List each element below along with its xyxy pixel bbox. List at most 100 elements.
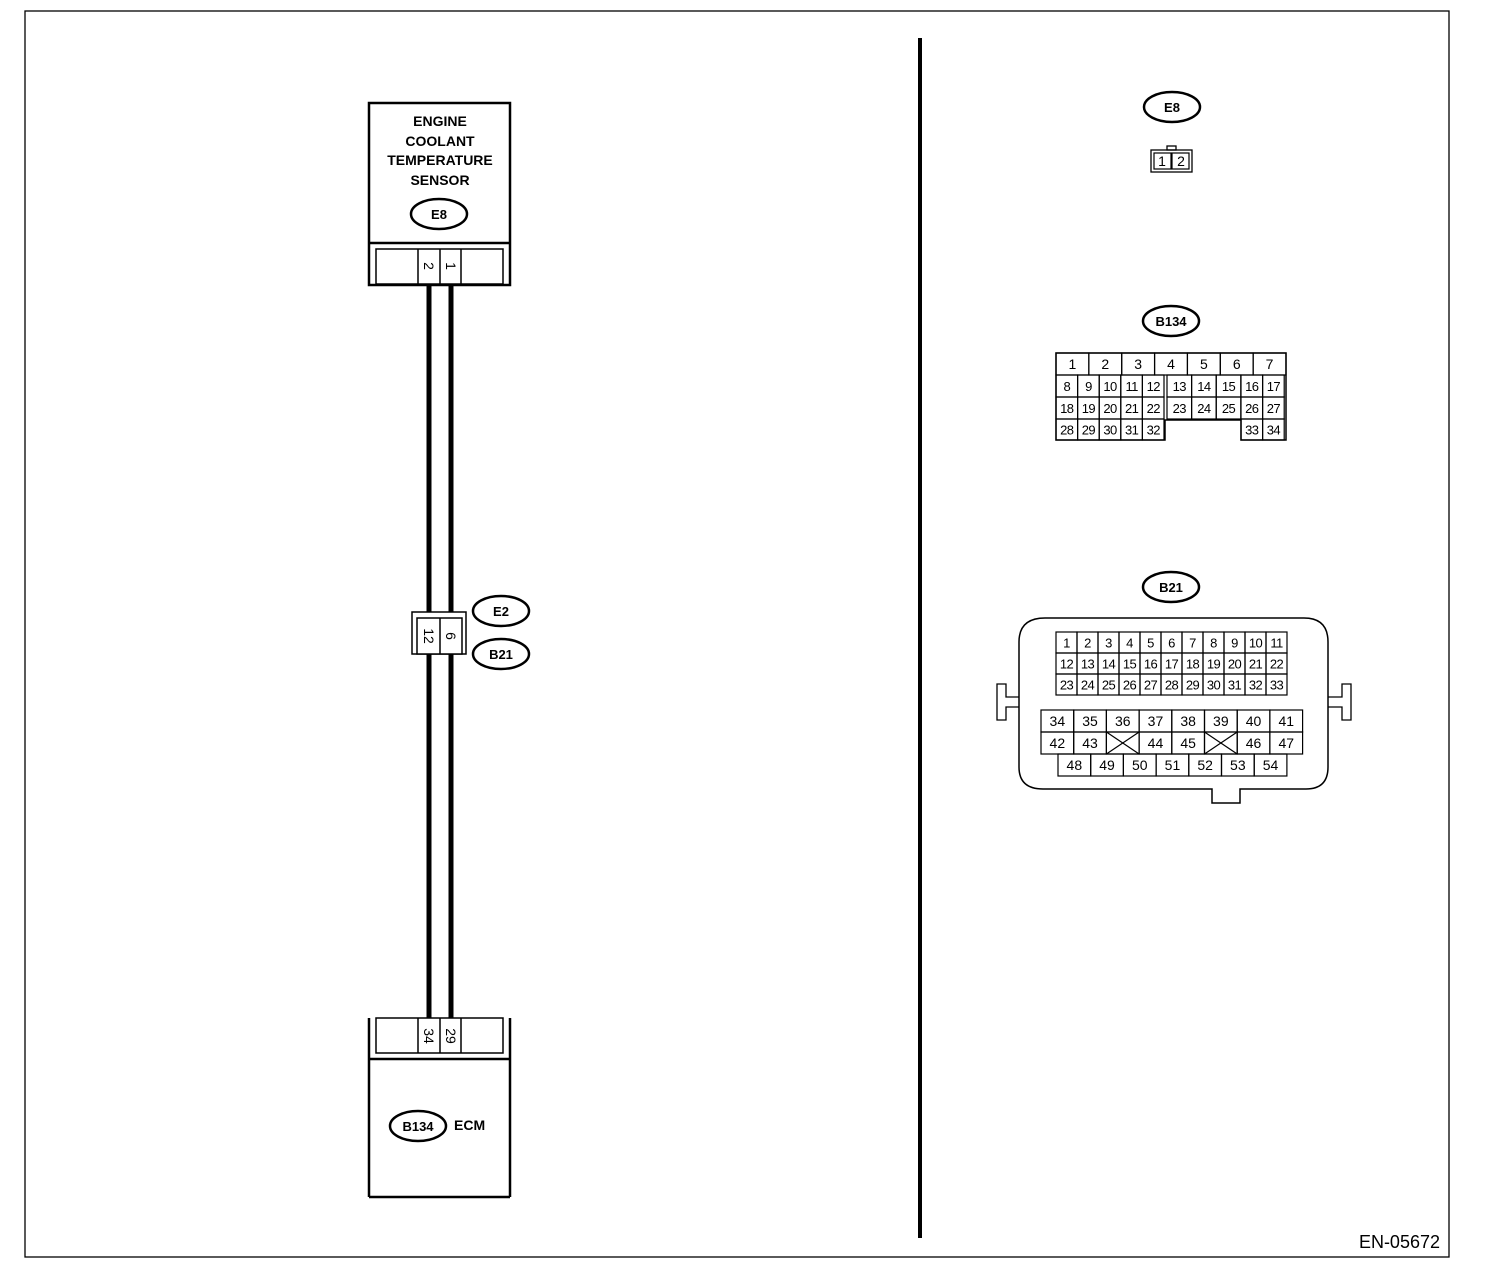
pin-number: 23 <box>1060 678 1074 693</box>
pin-cell <box>1141 418 1165 441</box>
pin-number: 31 <box>1228 678 1242 693</box>
pin-number: 25 <box>1222 401 1236 416</box>
pin-number: 46 <box>1246 735 1262 751</box>
pin-number: 41 <box>1278 713 1294 729</box>
sensor-terminal-1: 1 <box>443 262 459 270</box>
e8-connector-view: E8 1 2 <box>1142 90 1202 173</box>
joint-connector-badge-b <box>471 637 531 671</box>
joint-connector: 12 6 E2 B21 <box>411 594 531 671</box>
pin-number: 18 <box>1060 401 1074 416</box>
pin-number: 7 <box>1266 356 1274 372</box>
pin-number: 20 <box>1228 657 1242 672</box>
pin-number: 24 <box>1081 678 1095 693</box>
pin-number: 51 <box>1165 757 1181 773</box>
pin-number: 2 <box>1084 636 1091 651</box>
joint-connector-label-a: E2 <box>493 604 509 619</box>
pin-number: 6 <box>1233 356 1241 372</box>
pin-number: 29 <box>1186 678 1200 693</box>
pin-number: 2 <box>1101 356 1109 372</box>
e8-view-label: E8 <box>1164 100 1180 115</box>
pin-number: 15 <box>1222 379 1236 394</box>
joint-connector-badge-a <box>471 594 531 628</box>
pin-number: 9 <box>1085 379 1092 394</box>
pin-number: 29 <box>1082 423 1096 438</box>
pin-number: 32 <box>1147 423 1161 438</box>
joint-connector-label-b: B21 <box>489 647 513 662</box>
pin-number: 28 <box>1165 678 1179 693</box>
pin-number: 42 <box>1050 735 1066 751</box>
sensor-terminal-2: 2 <box>421 262 437 270</box>
ecm-connector-badge <box>388 1109 448 1143</box>
ecm-terminal-34: 34 <box>421 1028 437 1044</box>
pin-number: 37 <box>1148 713 1164 729</box>
coolant-temperature-sensor: ENGINE COOLANT TEMPERATURE SENSOR E8 2 1 <box>367 101 512 287</box>
pin-number: 17 <box>1165 657 1179 672</box>
joint-terminal-6: 6 <box>443 632 459 640</box>
pin-number: 16 <box>1144 657 1158 672</box>
pin-number: 4 <box>1126 636 1133 651</box>
pin-number: 27 <box>1144 678 1158 693</box>
pin-number: 13 <box>1081 657 1095 672</box>
pin-number: 22 <box>1270 657 1284 672</box>
pin-number: 38 <box>1180 713 1196 729</box>
pin-number: 1 <box>1069 356 1077 372</box>
pin-number: 33 <box>1270 678 1284 693</box>
pin-cell <box>1253 753 1288 777</box>
pin-number: 12 <box>1060 657 1074 672</box>
e8-view-pin-2: 2 <box>1177 153 1185 169</box>
pin-number: 6 <box>1168 636 1175 651</box>
pin-cell <box>1261 418 1285 441</box>
pin-number: 8 <box>1210 636 1217 651</box>
pin-number: 35 <box>1082 713 1098 729</box>
pin-number: 5 <box>1200 356 1208 372</box>
pin-number: 12 <box>1147 379 1161 394</box>
pin-number: 52 <box>1197 757 1213 773</box>
pin-cell <box>1265 673 1288 696</box>
pin-number: 13 <box>1173 379 1187 394</box>
pin-number: 4 <box>1167 356 1175 372</box>
pin-number: 49 <box>1099 757 1115 773</box>
sensor-title-line-3: TEMPERATURE <box>387 152 493 168</box>
pin-number: 10 <box>1103 379 1117 394</box>
pin-number: 26 <box>1123 678 1137 693</box>
pin-number: 9 <box>1231 636 1238 651</box>
pin-number: 34 <box>1050 713 1066 729</box>
e8-view-pin-1: 1 <box>1158 153 1166 169</box>
pin-number: 28 <box>1060 423 1074 438</box>
ecm-terminal-29: 29 <box>443 1028 459 1044</box>
sensor-title-line-1: ENGINE <box>413 113 467 129</box>
pin-number: 5 <box>1147 636 1154 651</box>
pin-number: 23 <box>1173 401 1187 416</box>
pin-number: 3 <box>1134 356 1142 372</box>
ecm-name: ECM <box>454 1117 485 1133</box>
pin-number: 19 <box>1082 401 1096 416</box>
pin-number: 45 <box>1180 735 1196 751</box>
pin-number: 36 <box>1115 713 1131 729</box>
b134-view-label: B134 <box>1155 314 1187 329</box>
ecm-connector-label: B134 <box>402 1119 434 1134</box>
pin-number: 3 <box>1105 636 1112 651</box>
pin-number: 21 <box>1125 401 1139 416</box>
pin-number: 16 <box>1245 379 1259 394</box>
pin-number: 47 <box>1278 735 1294 751</box>
joint-terminal-12: 12 <box>421 628 437 644</box>
sensor-title-line-4: SENSOR <box>410 172 469 188</box>
diagram-frame <box>24 10 1450 1258</box>
pin-number: 39 <box>1213 713 1229 729</box>
figure-id: EN-05672 <box>1359 1232 1440 1252</box>
b21-right-latch <box>1328 683 1352 721</box>
pin-number: 26 <box>1245 401 1259 416</box>
pin-number: 14 <box>1197 379 1211 394</box>
pin-number: 25 <box>1102 678 1116 693</box>
pin-number: 30 <box>1103 423 1117 438</box>
blocked-cavity-mark <box>1106 731 1140 755</box>
pin-number: 24 <box>1197 401 1211 416</box>
pin-number: 53 <box>1230 757 1246 773</box>
pin-number: 48 <box>1067 757 1083 773</box>
sensor-connector-badge <box>409 197 469 231</box>
pin-number: 30 <box>1207 678 1221 693</box>
pin-number: 18 <box>1186 657 1200 672</box>
